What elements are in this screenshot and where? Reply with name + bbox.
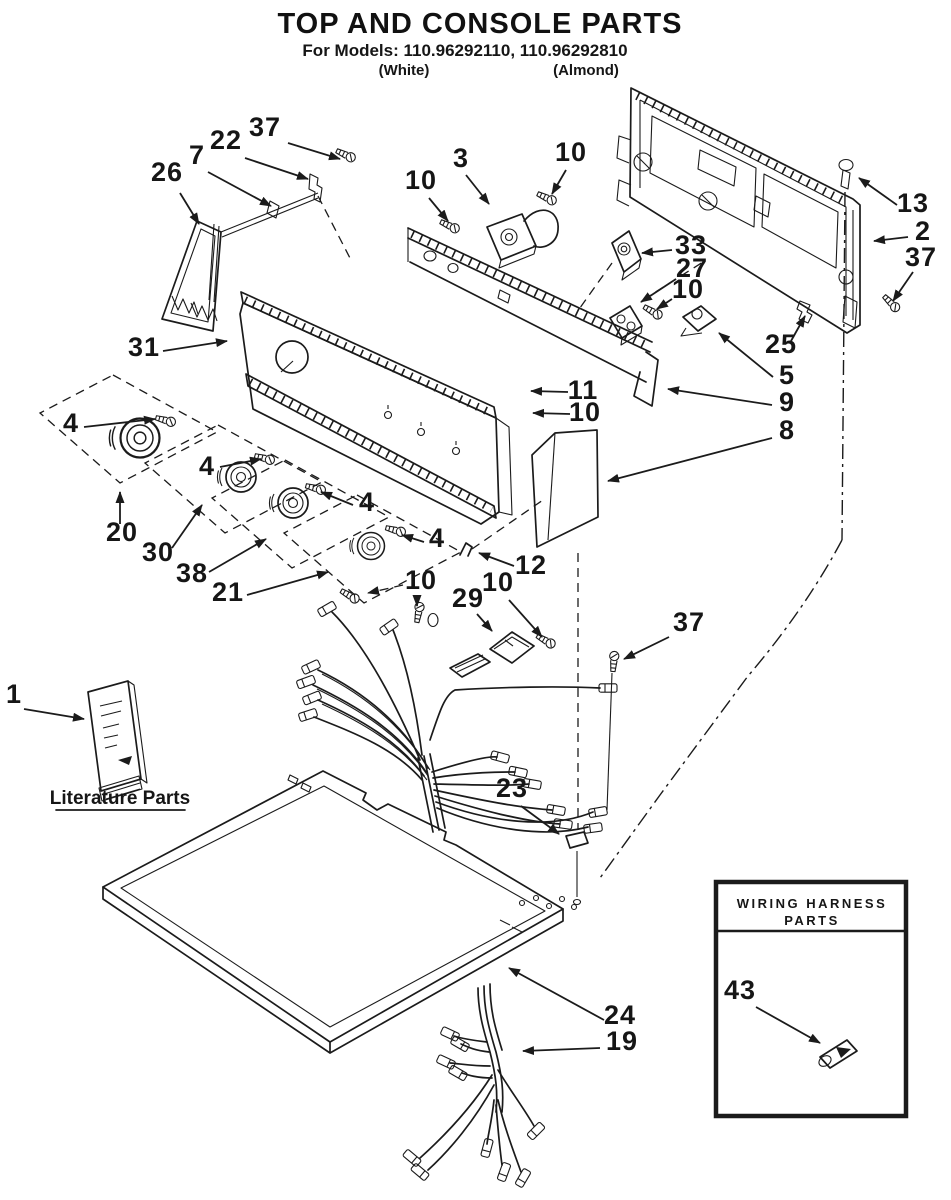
callout-3: 3 <box>453 143 469 173</box>
callout-20: 20 <box>106 517 138 547</box>
callout-26: 26 <box>151 157 183 187</box>
screw-37-left <box>334 145 358 164</box>
callout-7: 7 <box>189 140 205 170</box>
console-studs <box>383 405 461 456</box>
callout-21: 21 <box>212 577 244 607</box>
screw-10-switch <box>641 302 665 322</box>
callout-43: 43 <box>724 975 756 1005</box>
color-white-label: (White) <box>379 62 430 79</box>
left-endcap-drawing <box>161 145 358 332</box>
callout-13: 13 <box>897 188 929 218</box>
top-panel-drawing <box>102 770 578 1054</box>
screw-10-timer-right <box>535 188 559 207</box>
callout-30: 30 <box>142 537 174 567</box>
support-rod <box>220 192 319 238</box>
wiring-box-title-line2: PARTS <box>784 913 840 928</box>
callout-25: 25 <box>765 329 797 359</box>
callout-1: 1 <box>6 679 22 709</box>
screw-10-timer-left <box>438 216 462 235</box>
callout-9: 9 <box>779 387 795 417</box>
bracket-22 <box>308 173 323 203</box>
wiring-box-title-line1: WIRING HARNESS <box>737 896 888 911</box>
callout-labels: 37 22 7 26 10 3 10 13 2 37 33 27 10 25 5… <box>6 112 937 1056</box>
rear-panel-drawing <box>616 87 903 334</box>
callout-10-d: 10 <box>569 397 601 427</box>
callout-arrows <box>23 142 914 1056</box>
callout-4-d: 4 <box>429 523 445 553</box>
wiring-harness-box: WIRING HARNESS PARTS <box>713 879 909 1119</box>
models-line: For Models: 110.96292110, 110.96292810 <box>302 41 627 60</box>
callout-4-c: 4 <box>359 487 375 517</box>
callout-2: 2 <box>915 216 931 246</box>
construction-lines <box>367 191 846 879</box>
clip-25 <box>796 300 813 324</box>
terminal-43 <box>818 1039 858 1069</box>
trim-strip-upper <box>240 291 497 419</box>
callout-37-b: 37 <box>905 242 937 272</box>
panel-holes <box>287 774 578 933</box>
cotter-pin-12 <box>459 542 473 557</box>
console-panel-drawing <box>239 291 544 557</box>
callout-22: 22 <box>210 125 242 155</box>
callout-10-e: 10 <box>405 565 437 595</box>
callout-33: 33 <box>675 230 707 260</box>
timer-hole <box>275 340 309 374</box>
color-almond-label: (Almond) <box>553 62 619 79</box>
knob-1 <box>108 417 161 459</box>
callout-38: 38 <box>176 558 208 588</box>
timer-shaft <box>523 209 559 248</box>
callout-4-b: 4 <box>199 451 215 481</box>
spring-left <box>171 295 199 315</box>
knob-screw-1 <box>154 412 178 428</box>
right-endcap-drawing <box>531 429 599 548</box>
screw-13 <box>838 158 854 190</box>
callout-8: 8 <box>779 415 795 445</box>
terminal-plate-29 <box>489 631 535 664</box>
header-text: TOP AND CONSOLE PARTS For Models: 110.96… <box>277 8 682 79</box>
callout-10-a: 10 <box>405 165 437 195</box>
knob-4 <box>349 531 386 561</box>
callout-12: 12 <box>515 550 547 580</box>
callout-10-f: 10 <box>482 567 514 597</box>
booklet-arrow-mark <box>118 756 132 765</box>
endcap-26 <box>161 220 222 332</box>
callout-37-a: 37 <box>249 112 281 142</box>
screw-10-harness-mid <box>411 601 426 624</box>
callout-5: 5 <box>779 360 795 390</box>
literature-label: Literature Parts <box>50 788 190 809</box>
callout-29: 29 <box>452 583 484 613</box>
timer-drawing <box>438 188 559 269</box>
switch-33 <box>611 230 642 273</box>
clip-7 <box>266 200 280 219</box>
callout-27: 27 <box>676 253 708 283</box>
screw-10-harness-left <box>338 586 362 606</box>
spring-right <box>190 302 218 322</box>
callout-10-b: 10 <box>555 137 587 167</box>
callout-4-a: 4 <box>63 408 79 438</box>
trim-strip-lower <box>245 373 497 519</box>
harness-block <box>449 653 491 678</box>
callout-23: 23 <box>496 773 528 803</box>
screw-10-harness-right <box>534 631 558 651</box>
clip-23 <box>565 831 589 849</box>
upper-harness-drawing <box>295 586 620 906</box>
knobs-drawing <box>38 374 463 604</box>
lower-harness-drawing <box>401 983 546 1189</box>
strain-relief-ring <box>427 612 439 628</box>
callout-24: 24 <box>604 1000 636 1030</box>
switch-27 <box>609 305 643 339</box>
callout-37-c: 37 <box>673 607 705 637</box>
callout-19: 19 <box>606 1026 638 1056</box>
page-title: TOP AND CONSOLE PARTS <box>277 8 682 40</box>
back-rail-drawing <box>407 227 659 407</box>
literature-drawing: Literature Parts <box>50 680 190 811</box>
callout-31: 31 <box>128 332 160 362</box>
screw-37-right <box>880 292 903 315</box>
screw-37-harness <box>607 650 620 673</box>
callout-11: 11 <box>568 375 599 405</box>
callout-10-c: 10 <box>672 274 704 304</box>
knob-screw-2 <box>253 450 277 466</box>
